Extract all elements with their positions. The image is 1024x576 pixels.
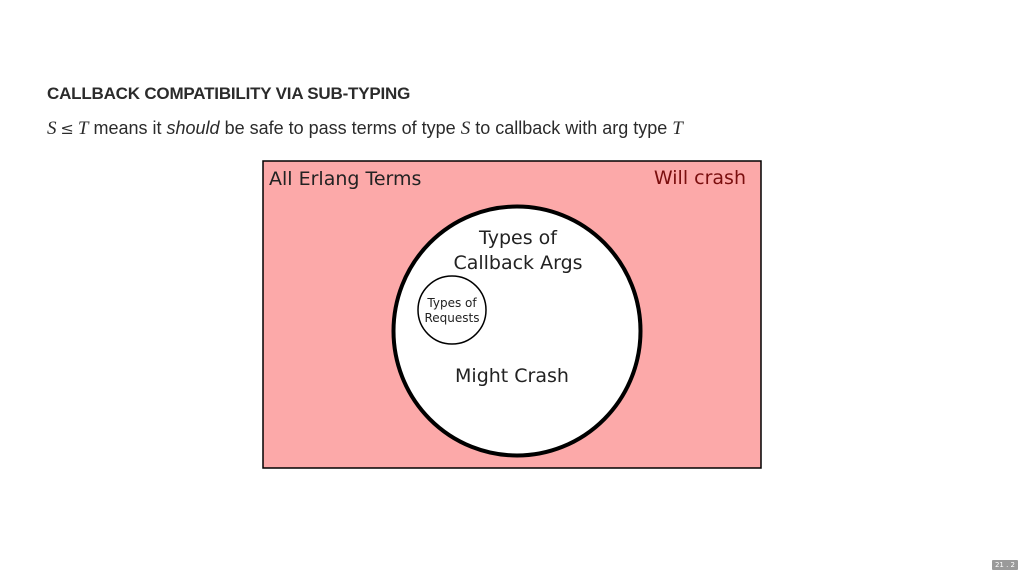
callback-args-label-line2: Callback Args xyxy=(453,252,582,274)
math-var-s: S xyxy=(47,118,57,139)
math-var-t-2: T xyxy=(672,118,683,139)
subtitle-text-3: to callback with arg type xyxy=(470,118,673,138)
subtitle-emphasis: should xyxy=(166,118,220,138)
subtitle-text-1: means it xyxy=(88,118,167,138)
slide-subtitle: S≤T means it should be safe to pass term… xyxy=(47,118,683,140)
requests-circle xyxy=(417,275,487,345)
slide-title: CALLBACK COMPATIBILITY VIA SUB-TYPING xyxy=(47,84,411,103)
math-var-s-2: S xyxy=(460,118,471,139)
will-crash-label: Will crash xyxy=(654,167,746,189)
callback-args-label-line1: Types of xyxy=(478,227,558,249)
might-crash-label: Might Crash xyxy=(455,365,569,387)
math-leq: ≤ xyxy=(60,119,74,138)
venn-diagram: All Erlang Terms Will crash Types of Cal… xyxy=(262,160,762,469)
page-number: 21 . 2 xyxy=(991,560,1018,570)
requests-label-line1: Types of xyxy=(426,296,477,310)
math-var-t: T xyxy=(77,118,89,139)
all-erlang-terms-label: All Erlang Terms xyxy=(269,168,421,190)
subtitle-text-2: be safe to pass terms of type xyxy=(219,118,461,138)
requests-label-line2: Requests xyxy=(425,311,480,325)
venn-diagram-svg: All Erlang Terms Will crash Types of Cal… xyxy=(262,160,762,469)
callback-args-circle xyxy=(391,204,643,458)
